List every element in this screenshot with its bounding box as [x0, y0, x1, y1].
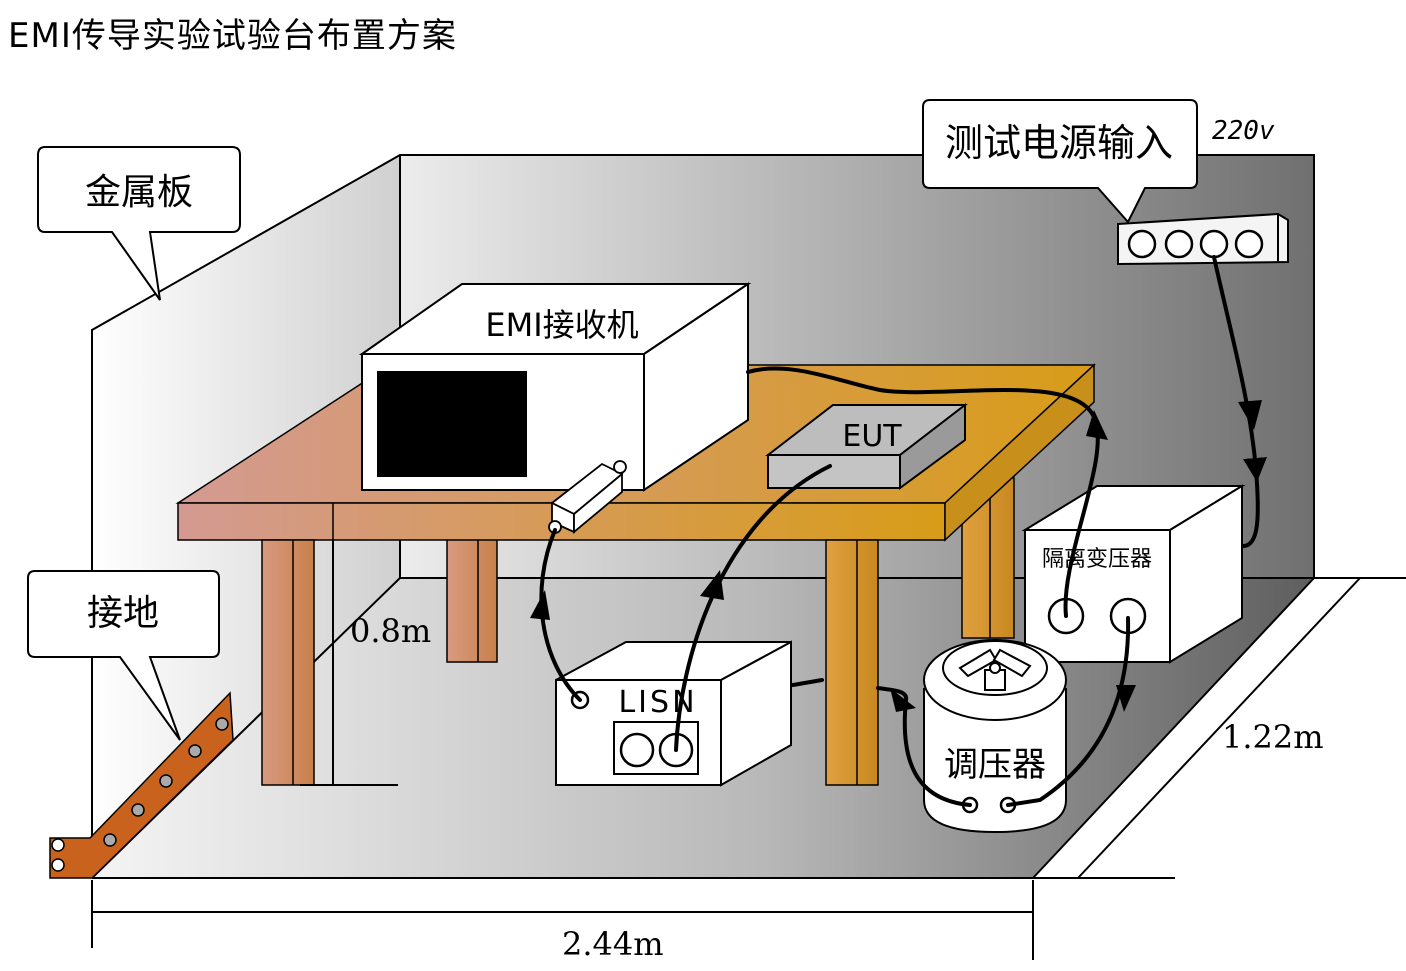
- dimension-depth: 1.22m: [1222, 718, 1324, 756]
- label-isolation-transformer: 隔离变压器: [1042, 547, 1152, 572]
- label-eut: EUT: [842, 419, 902, 454]
- cable-arrows: [530, 400, 1262, 712]
- voltage-regulator: [923, 639, 1067, 834]
- page-title: EMI传导实验试验台布置方案: [8, 16, 457, 56]
- receiver-probe: [548, 460, 627, 534]
- label-metal-plate: 金属板: [85, 172, 193, 213]
- grounding-bar: [49, 691, 234, 879]
- label-grounding: 接地: [87, 593, 159, 634]
- dimension-height: 0.8m: [350, 612, 431, 650]
- label-lisn: LISN: [618, 685, 697, 720]
- callout-power-input: 测试电源输入: [922, 99, 1198, 224]
- lisn: [555, 640, 792, 787]
- label-receiver: EMI接收机: [485, 306, 638, 344]
- callout-grounding: 接地: [27, 570, 220, 741]
- receiver-screen: [377, 371, 527, 477]
- power-outlet-strip: [1117, 212, 1289, 266]
- label-regulator: 调压器: [944, 745, 1046, 785]
- eut: [765, 402, 968, 490]
- table-legs-front: [261, 539, 879, 786]
- dimension-width: 2.44m: [562, 925, 664, 963]
- callout-metal-plate: 金属板: [37, 146, 241, 301]
- label-power-input: 测试电源输入: [945, 121, 1173, 165]
- label-voltage: 220v: [1212, 116, 1275, 146]
- isolation-transformer: [1021, 484, 1246, 664]
